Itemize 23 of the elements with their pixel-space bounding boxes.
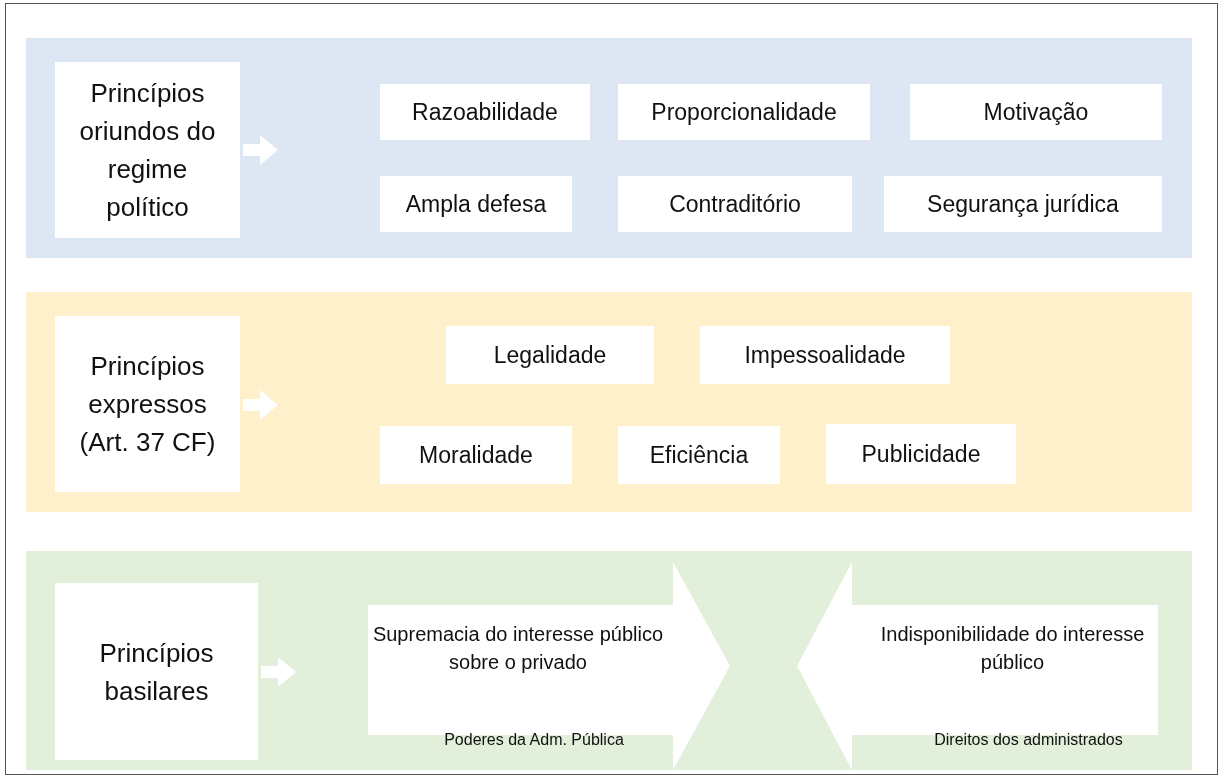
arrow-text: Indisponibilidade do interesse público	[879, 622, 1146, 675]
arrow-subtext: Poderes da Adm. Pública	[444, 730, 624, 750]
principle-box: Razoabilidade	[380, 84, 590, 140]
heading-box: Princípios basilares	[55, 583, 258, 760]
principle-box: Publicidade	[826, 424, 1016, 484]
band-panel	[26, 551, 1192, 770]
arrow-subtext: Direitos dos administrados	[934, 730, 1123, 750]
heading-box: Princípios expressos (Art. 37 CF)	[55, 316, 240, 492]
band-panel	[26, 38, 1192, 258]
block-arrow	[368, 562, 730, 770]
block-arrow	[797, 562, 1158, 770]
principle-box: Segurança jurídica	[884, 176, 1162, 232]
principle-box: Proporcionalidade	[618, 84, 870, 140]
principle-box: Eficiência	[618, 426, 780, 484]
heading-box: Princípios oriundos do regime político	[55, 62, 240, 238]
band-panel	[26, 292, 1192, 512]
principle-box: Contraditório	[618, 176, 852, 232]
principle-box: Legalidade	[446, 326, 654, 384]
principle-box: Ampla defesa	[380, 176, 572, 232]
principle-box: Motivação	[910, 84, 1162, 140]
arrow-text: Supremacia do interesse público sobre o privado	[371, 622, 665, 675]
principle-box: Moralidade	[380, 426, 572, 484]
principle-box: Impessoalidade	[700, 326, 950, 384]
